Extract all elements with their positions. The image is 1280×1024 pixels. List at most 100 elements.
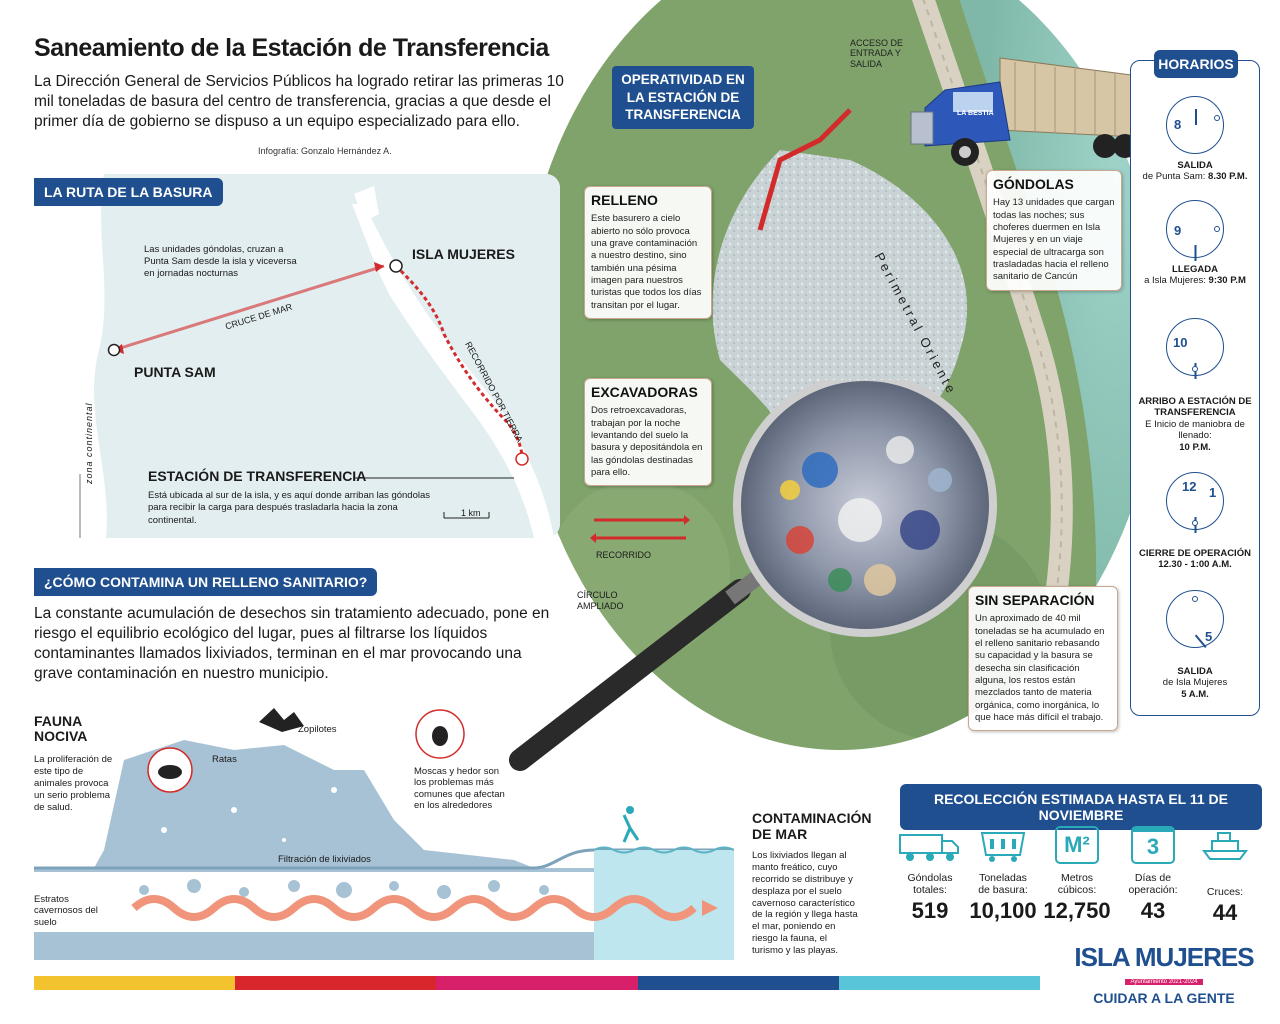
filtracion-label: Filtración de lixiviados xyxy=(278,854,371,865)
gondolas-title: GÓNDOLAS xyxy=(993,176,1074,192)
truck-icon xyxy=(898,826,962,864)
stat-value: 519 xyxy=(911,898,949,924)
color-bar-cyan xyxy=(838,976,1041,990)
relleno-box: RELLENO Este basurero a cielo abierto no… xyxy=(584,186,712,319)
clock-icon: 9 xyxy=(1166,200,1224,261)
clock-number: 10 xyxy=(1173,335,1188,350)
stat-toneladas: Toneladas de basura: 10,100 xyxy=(958,826,1048,924)
color-bar xyxy=(34,976,1041,990)
clock-icon: 8 xyxy=(1166,96,1224,154)
brand-slogan: CUIDAR A LA GENTE xyxy=(1093,990,1235,1006)
brand-logo: ISLA MUJERES Ayuntamiento 2021-2024 CUID… xyxy=(1066,944,1262,1006)
stat-label: Cruces: xyxy=(1206,886,1244,898)
stat-dias: 3 Días de operación: 43 xyxy=(1108,826,1198,924)
truck-brand: LA BESTIA xyxy=(957,110,994,117)
moscas-label: Moscas y hedor son los problemas más com… xyxy=(414,766,505,812)
zona-label: zona continental xyxy=(84,402,94,484)
horario-item: 8 SALIDA de Punta Sam: 8.30 P.M. xyxy=(1135,96,1255,183)
horarios-tab: HORARIOS xyxy=(1154,50,1238,78)
recorrido-legend xyxy=(590,512,690,552)
stat-label: Toneladas de basura: xyxy=(978,872,1028,897)
m2-icon: M² xyxy=(1055,826,1099,864)
clock-number: 5 xyxy=(1205,629,1213,644)
estratos-label: Estratos cavernosos del suelo xyxy=(34,894,98,928)
horario-title: SALIDA xyxy=(1177,160,1213,171)
fauna-title: FAUNA NOCIVA xyxy=(34,713,88,745)
separacion-text: Un aproximado de 40 mil toneladas se ha … xyxy=(975,613,1105,723)
acceso-label: ACCESO DE ENTRADA Y SALIDA xyxy=(850,38,904,69)
gondolas-route-note: Las unidades góndolas, cruzan a Punta Sa… xyxy=(144,244,297,279)
relleno-title: RELLENO xyxy=(591,192,658,208)
recoleccion-tab: RECOLECCIÓN ESTIMADA HASTA EL 11 DE NOVI… xyxy=(900,784,1262,830)
estacion-title: ESTACIÓN DE TRANSFERENCIA xyxy=(148,468,367,484)
operatividad-tab: OPERATIVIDAD EN LA ESTACIÓN DE TRANSFERE… xyxy=(612,66,754,129)
clock-number: 8 xyxy=(1174,117,1182,132)
landfill-illustration xyxy=(34,700,735,960)
color-bar-magenta xyxy=(436,976,638,990)
contamina-text: La constante acumulación de desechos sin… xyxy=(34,605,550,683)
excavadoras-title: EXCAVADORAS xyxy=(591,384,698,400)
horario-title: SALIDA xyxy=(1177,666,1213,677)
calendar-icon: 3 xyxy=(1131,826,1175,864)
brand-name: ISLA MUJERES xyxy=(1074,942,1254,972)
clock-icon: 10 xyxy=(1166,318,1224,379)
stat-cruces: Cruces: 44 xyxy=(1180,826,1270,926)
zopilotes-label: Zopilotes xyxy=(298,724,337,735)
color-bar-navy xyxy=(637,976,839,990)
recorrido-label: RECORRIDO xyxy=(596,550,652,560)
horario-item: 12 1 CIERRE DE OPERACIÓN 12.30 - 1:00 A.… xyxy=(1135,472,1255,571)
clock-number-2: 1 xyxy=(1209,485,1217,500)
stat-value: 44 xyxy=(1212,900,1238,926)
route-map xyxy=(34,174,560,538)
scale-label: 1 km xyxy=(461,508,481,518)
separacion-box: SIN SEPARACIÓN Un aproximado de 40 mil t… xyxy=(968,586,1118,732)
clock-number: 9 xyxy=(1174,223,1182,238)
horario-item: 5 SALIDA de Isla Mujeres 5 A.M. xyxy=(1135,590,1255,700)
estacion-text: Está ubicada al sur de la isla, y es aqu… xyxy=(148,490,431,526)
horario-line: de Punta Sam: xyxy=(1142,171,1206,183)
isla-mujeres-label: ISLA MUJERES xyxy=(412,246,515,262)
clock-icon: 12 1 xyxy=(1166,472,1224,533)
stat-value: 43 xyxy=(1140,898,1166,924)
horario-line: de Isla Mujeres xyxy=(1162,677,1228,689)
credit: Infografía: Gonzalo Hernández A. xyxy=(258,146,392,156)
brand-sub: Ayuntamiento 2021-2024 xyxy=(1124,979,1204,985)
color-bar-red xyxy=(235,976,437,990)
separacion-title: SIN SEPARACIÓN xyxy=(975,592,1095,608)
ratas-label: Ratas xyxy=(212,754,237,765)
stat-value: 10,100 xyxy=(969,898,1037,924)
horario-item: 9 LLEGADA a Isla Mujeres: 9:30 P.M xyxy=(1135,200,1255,287)
excavadoras-box: EXCAVADORAS Dos retroexcavadoras, trabaj… xyxy=(584,378,712,487)
stat-gondolas: Góndolas totales: 519 xyxy=(885,826,975,924)
route-tab: LA RUTA DE LA BASURA xyxy=(34,178,223,206)
mar-text: Los lixiviados llegan al manto freático,… xyxy=(752,850,858,956)
contamina-tab: ¿CÓMO CONTAMINA UN RELLENO SANITARIO? xyxy=(34,568,378,596)
gondolas-box: GÓNDOLAS Hay 13 unidades que cargan toda… xyxy=(986,170,1122,291)
circulo-label: CÍRCULO AMPLIADO xyxy=(577,590,624,611)
color-bar-yellow xyxy=(34,976,236,990)
mar-title: CONTAMINACIÓN DE MAR xyxy=(752,810,872,843)
stat-label: Metros cúbicos: xyxy=(1057,872,1097,897)
horario-title: CIERRE DE OPERACIÓN xyxy=(1139,548,1251,559)
horario-line: E Inicio de maniobra de llenado: xyxy=(1145,418,1245,442)
horario-time: 8.30 P.M. xyxy=(1208,171,1248,183)
clock-number: 12 xyxy=(1182,479,1197,494)
horario-item: 10 ARRIBO A ESTACIÓN DE TRANSFERENCIA E … xyxy=(1135,318,1255,453)
excavadoras-text: Dos retroexcavadoras, trabajan por la no… xyxy=(591,405,703,478)
truck-illustration: LA BESTIA xyxy=(905,40,1165,170)
relleno-text: Este basurero a cielo abierto no sólo pr… xyxy=(591,213,702,311)
page-title: Saneamiento de la Estación de Transferen… xyxy=(34,34,549,62)
horario-time: 12.30 - 1:00 A.M. xyxy=(1158,559,1232,571)
route-svg xyxy=(34,174,560,538)
stat-label: Góndolas totales: xyxy=(907,872,953,897)
wagon-icon xyxy=(978,826,1028,864)
magnifier-illustration xyxy=(500,373,1020,780)
horario-time: 9:30 P.M xyxy=(1208,275,1246,287)
horario-title: ARRIBO A ESTACIÓN DE TRANSFERENCIA xyxy=(1138,396,1252,419)
intro-text: La Dirección General de Servicios Públic… xyxy=(34,73,564,131)
stat-label: Días de operación: xyxy=(1128,872,1178,897)
horario-time: 5 A.M. xyxy=(1181,688,1209,700)
ship-icon xyxy=(1200,826,1250,864)
horario-time: 10 P.M. xyxy=(1179,441,1211,453)
clock-icon: 5 xyxy=(1166,590,1224,648)
